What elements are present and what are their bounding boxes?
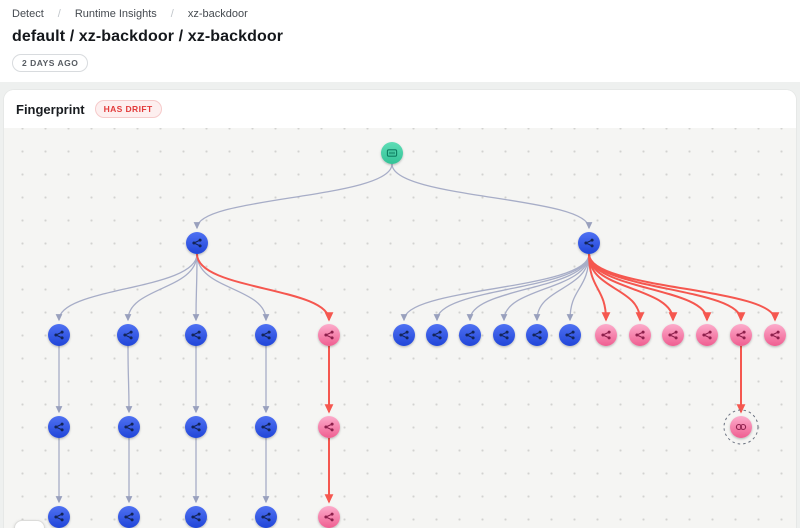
tree-node-root-root[interactable]	[381, 142, 403, 164]
tree-node-L2b-process[interactable]	[118, 416, 140, 438]
edge-L-L1	[55, 253, 198, 322]
process-fork-icon	[499, 330, 509, 340]
tree-node-R-process[interactable]	[578, 232, 600, 254]
process-fork-icon	[124, 512, 134, 522]
process-fork-icon	[565, 330, 575, 340]
process-fork-icon	[635, 330, 645, 340]
process-fork-icon	[191, 512, 201, 522]
process-fork-icon	[584, 238, 594, 248]
page-header: Detect / Runtime Insights / xz-backdoor defa…	[0, 0, 800, 82]
process-fork-icon	[324, 330, 334, 340]
tree-node-R11-drift[interactable]	[730, 324, 752, 346]
process-fork-icon	[54, 512, 64, 522]
tree-node-R4-process[interactable]	[493, 324, 515, 346]
tree-node-R2-process[interactable]	[426, 324, 448, 346]
tree-node-R10-drift[interactable]	[696, 324, 718, 346]
tree-node-R3-process[interactable]	[459, 324, 481, 346]
breadcrumb-item-xz-backdoor[interactable]: xz-backdoor	[187, 8, 248, 20]
process-fork-icon	[736, 330, 746, 340]
zoom-in-button[interactable]: +	[14, 520, 45, 528]
process-fork-icon	[261, 422, 271, 432]
process-fork-icon	[54, 330, 64, 340]
process-fork-icon	[399, 330, 409, 340]
tree-node-L3-process[interactable]	[185, 324, 207, 346]
tree-node-R9-drift[interactable]	[662, 324, 684, 346]
tree-node-L1b-process[interactable]	[48, 416, 70, 438]
page-title: default / xz-backdoor / xz-backdoor	[12, 28, 284, 45]
process-fork-icon	[192, 238, 202, 248]
tree-node-L-process[interactable]	[186, 232, 208, 254]
breadcrumb-item-detect[interactable]: Detect	[12, 8, 44, 20]
edge-L-L3	[192, 253, 200, 322]
tree-node-R11b-drift-selected[interactable]	[723, 409, 759, 445]
edge-L-L5-drift	[196, 253, 334, 322]
age-badge: 2 DAYS AGO	[12, 54, 89, 72]
process-fork-icon	[668, 330, 678, 340]
process-fork-icon	[702, 330, 712, 340]
edge-R-R2	[433, 253, 590, 322]
tree-node-L4-process[interactable]	[255, 324, 277, 346]
process-tree-svg	[48, 142, 786, 528]
process-fork-icon	[532, 330, 542, 340]
process-fork-icon	[191, 422, 201, 432]
edge-R-R6	[566, 253, 590, 322]
process-fork-icon	[601, 330, 611, 340]
edge-R-R12-drift	[588, 253, 780, 322]
tree-node-L1-process[interactable]	[48, 324, 70, 346]
tree-node-R6-process[interactable]	[559, 324, 581, 346]
tree-node-L3b-process[interactable]	[185, 416, 207, 438]
breadcrumb-item-runtime-insights[interactable]: Runtime Insights	[74, 8, 157, 20]
process-fork-icon	[123, 330, 133, 340]
linked-binaries-icon	[735, 423, 747, 431]
edge-R-R5	[533, 253, 590, 322]
edge-L-L2	[124, 253, 198, 322]
has-drift-badge: HAS DRIFT	[94, 100, 162, 118]
breadcrumb-separator: /	[170, 8, 174, 20]
process-fork-icon	[124, 422, 134, 432]
tree-node-R7-drift[interactable]	[595, 324, 617, 346]
tree-node-R1-process[interactable]	[393, 324, 415, 346]
process-fork-icon	[54, 422, 64, 432]
tree-node-R8-drift[interactable]	[629, 324, 651, 346]
edge-R-R1	[400, 253, 590, 322]
edge-R-R10-drift	[588, 253, 712, 322]
tree-node-L2c-process[interactable]	[118, 506, 140, 528]
selection-ring	[723, 409, 759, 445]
tree-node-L4c-process[interactable]	[255, 506, 277, 528]
tree-node-L3c-process[interactable]	[185, 506, 207, 528]
process-fork-icon	[191, 330, 201, 340]
edge-L2-L2b	[125, 345, 133, 414]
process-fork-icon	[770, 330, 780, 340]
fingerprint-label: Fingerprint	[16, 101, 85, 117]
edge-R-R3	[466, 253, 590, 322]
edge-root-L	[193, 163, 393, 230]
tree-node-L5-drift[interactable]	[318, 324, 340, 346]
process-fork-icon	[261, 330, 271, 340]
fingerprint-card: Fingerprint HAS DRIFT	[4, 90, 796, 528]
process-fork-icon	[465, 330, 475, 340]
section-divider	[0, 82, 800, 90]
process-fork-icon	[324, 422, 334, 432]
process-fork-icon	[432, 330, 442, 340]
edge-L-L4	[196, 253, 270, 322]
process-fork-icon	[324, 512, 334, 522]
tree-node-L4b-process[interactable]	[255, 416, 277, 438]
edge-R-R4	[500, 253, 590, 322]
process-fork-icon	[261, 512, 271, 522]
tree-node-R5-process[interactable]	[526, 324, 548, 346]
tree-node-L5b-drift[interactable]	[318, 416, 340, 438]
tree-node-L2-process[interactable]	[117, 324, 139, 346]
breadcrumb: Detect / Runtime Insights / xz-backdoor	[12, 8, 788, 20]
tree-node-R12-drift[interactable]	[764, 324, 786, 346]
breadcrumb-separator: /	[57, 8, 61, 20]
tree-node-L1c-process[interactable]	[48, 506, 70, 528]
container-icon	[386, 149, 398, 157]
process-tree-canvas[interactable]: +	[4, 128, 796, 528]
fingerprint-card-header: Fingerprint HAS DRIFT	[4, 90, 796, 128]
tree-node-L5c-drift[interactable]	[318, 506, 340, 528]
edge-root-R	[391, 163, 593, 230]
